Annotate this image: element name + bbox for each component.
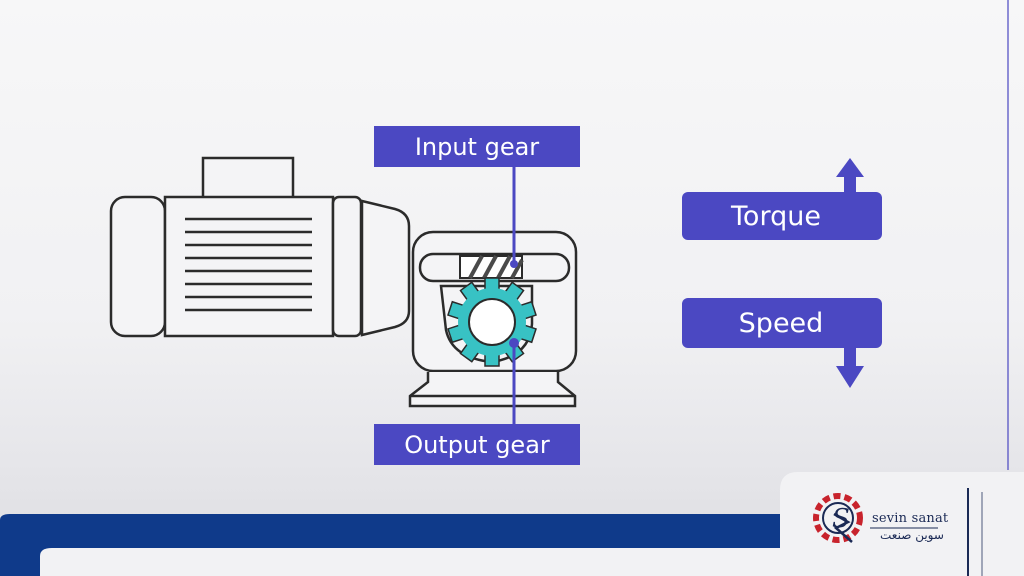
output-gear-callout: Output gear [374, 338, 580, 465]
torque-label: Torque [730, 201, 821, 232]
arrow-down-icon [836, 347, 864, 388]
brand-name-fa: سوین صنعت [880, 528, 944, 542]
gear-icon [447, 277, 537, 367]
sevin-sanat-logo: S [813, 493, 863, 543]
motor-adapter [360, 199, 411, 337]
speed-label-box [682, 298, 882, 348]
motor-fins [185, 217, 312, 312]
electric-motor [109, 156, 411, 338]
brand-name-en: sevin sanat [872, 511, 949, 526]
speed-indicator: Speed [682, 298, 882, 388]
input-gear-label: Input gear [415, 133, 539, 161]
output-gear-label: Output gear [404, 431, 550, 459]
input-gear-worm [459, 255, 524, 279]
bottom-bar [0, 514, 790, 576]
input-gear-callout: Input gear [374, 126, 580, 268]
torque-label-box [682, 192, 882, 240]
torque-indicator: Torque [682, 158, 882, 240]
gearbox-base [408, 372, 577, 408]
arrow-up-icon [836, 158, 864, 193]
input-gear-label-box [374, 126, 580, 167]
terminal-box [201, 156, 295, 200]
speed-label: Speed [739, 308, 824, 339]
output-gear-label-box [374, 424, 580, 465]
logo-panel: S [780, 472, 1024, 576]
motor-front-flange [331, 195, 363, 338]
motor-rear-cap [109, 195, 167, 338]
